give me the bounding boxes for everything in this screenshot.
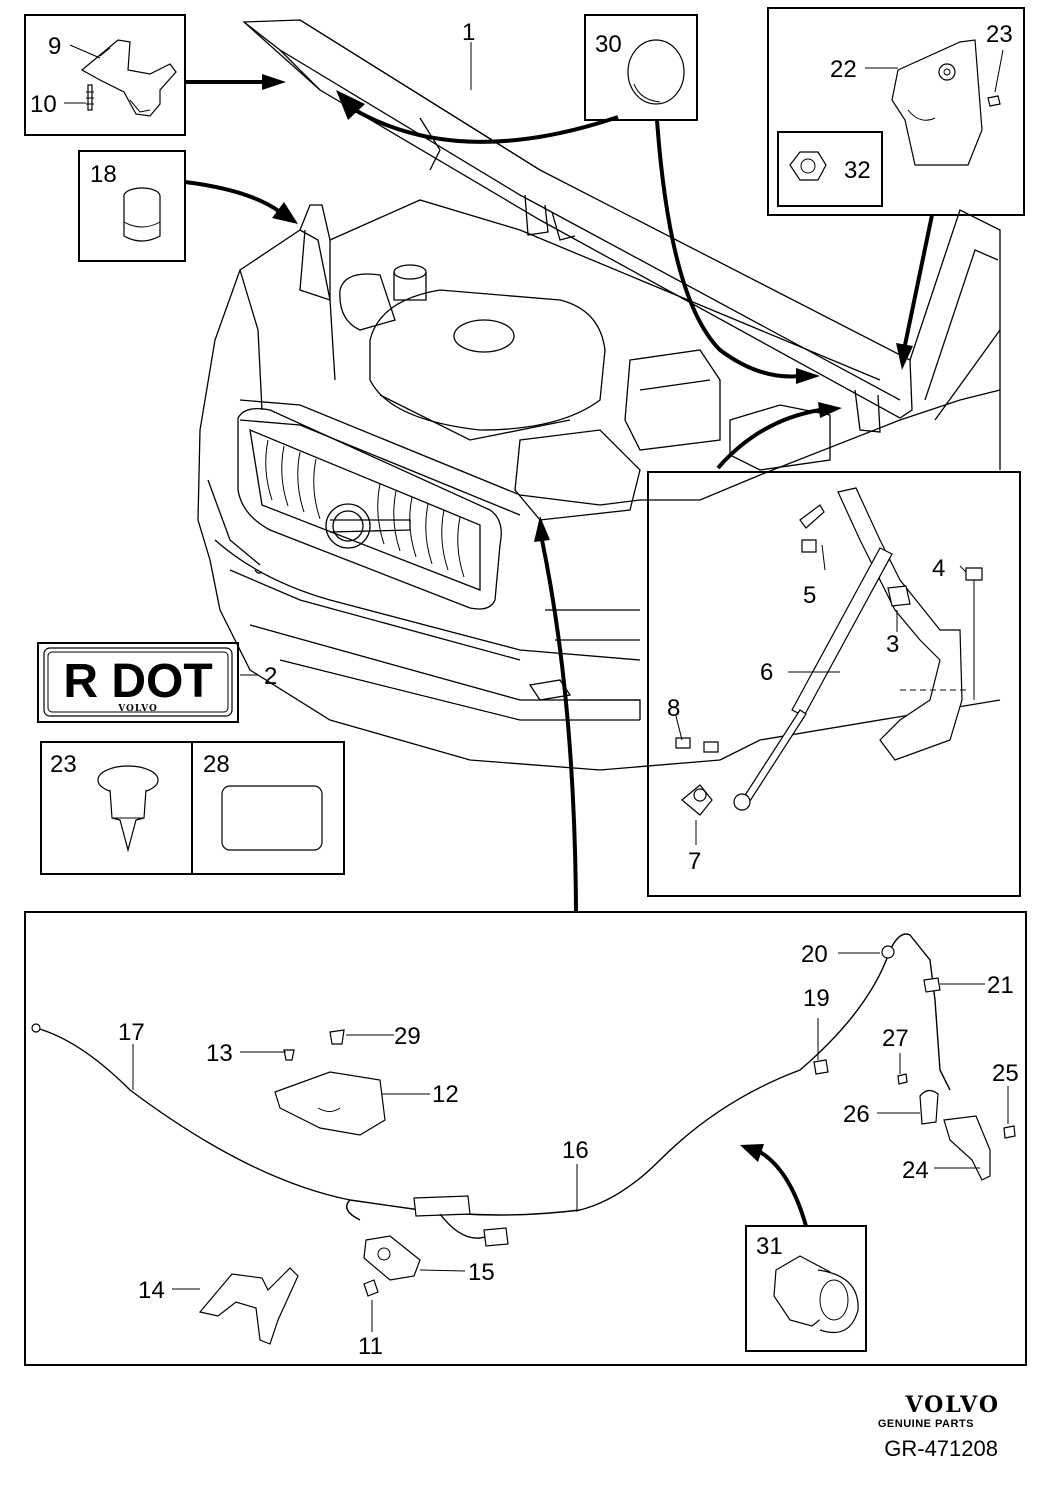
callout-23-bracket: 23 <box>986 21 1013 48</box>
callout-17: 17 <box>118 1019 145 1046</box>
callout-19: 19 <box>803 985 830 1012</box>
callout-20: 20 <box>801 941 828 968</box>
leader-arrows <box>184 74 934 1227</box>
push-clip-part <box>97 765 159 853</box>
detail-frames <box>24 7 1027 1366</box>
callout-16: 16 <box>562 1137 589 1164</box>
frame-pad <box>191 741 345 875</box>
callout-24: 24 <box>902 1157 929 1184</box>
callout-leaders <box>64 42 1009 1332</box>
decal-text: R DOT <box>63 655 212 708</box>
frame-release-system <box>24 911 1027 1366</box>
frame-cap <box>584 14 698 121</box>
bump-stop-part <box>123 187 161 242</box>
frame-nut <box>777 131 883 207</box>
decal-part <box>43 647 233 717</box>
callout-8: 8 <box>667 695 680 722</box>
callout-10: 10 <box>30 91 57 118</box>
panel-bracket-part <box>891 39 1001 166</box>
callout-15: 15 <box>468 1259 495 1286</box>
brand-tagline: GENUINE PARTS <box>877 1418 974 1430</box>
callout-13: 13 <box>206 1040 233 1067</box>
callout-7: 7 <box>688 848 701 875</box>
brand-logo-text: VOLVO <box>905 1392 1000 1418</box>
diagram-reference-number: GR-471208 <box>884 1436 998 1461</box>
frame-decal <box>37 642 239 723</box>
callout-5: 5 <box>803 582 816 609</box>
frame-bracket-set <box>767 7 1025 216</box>
callout-31: 31 <box>756 1233 783 1260</box>
pad-part <box>221 785 323 851</box>
callout-12: 12 <box>432 1081 459 1108</box>
cap-part <box>627 39 685 105</box>
callout-30: 30 <box>595 31 622 58</box>
nut-part <box>789 151 827 181</box>
callout-1: 1 <box>462 19 475 46</box>
gas-strut-part <box>675 487 983 816</box>
callout-25: 25 <box>992 1060 1019 1087</box>
callout-29: 29 <box>394 1023 421 1050</box>
frame-gas-strut <box>647 471 1021 897</box>
callout-28: 28 <box>203 751 230 778</box>
callout-27: 27 <box>882 1025 909 1052</box>
release-cable-system <box>31 933 1016 1345</box>
callout-14: 14 <box>138 1277 165 1304</box>
callout-9: 9 <box>48 33 61 60</box>
callout-18: 18 <box>90 161 117 188</box>
decal-brand: VOLVO <box>117 704 158 714</box>
callout-23-clip: 23 <box>50 751 77 778</box>
callout-numbers: 1 2 3 4 5 6 7 8 9 10 11 12 13 14 15 16 1… <box>30 19 1019 1360</box>
callout-2: 2 <box>264 663 277 690</box>
callout-21: 21 <box>987 972 1014 999</box>
callout-32: 32 <box>844 157 871 184</box>
frame-hinge-bolt <box>24 14 186 136</box>
callout-22: 22 <box>830 56 857 83</box>
car-front-illustration <box>197 19 1001 771</box>
callout-11: 11 <box>358 1333 383 1360</box>
frame-bump-stop <box>78 150 186 262</box>
callout-6: 6 <box>760 659 773 686</box>
callout-4: 4 <box>932 555 945 582</box>
hinge-bracket-part <box>80 39 177 117</box>
callout-26: 26 <box>843 1101 870 1128</box>
callout-3: 3 <box>886 631 899 658</box>
